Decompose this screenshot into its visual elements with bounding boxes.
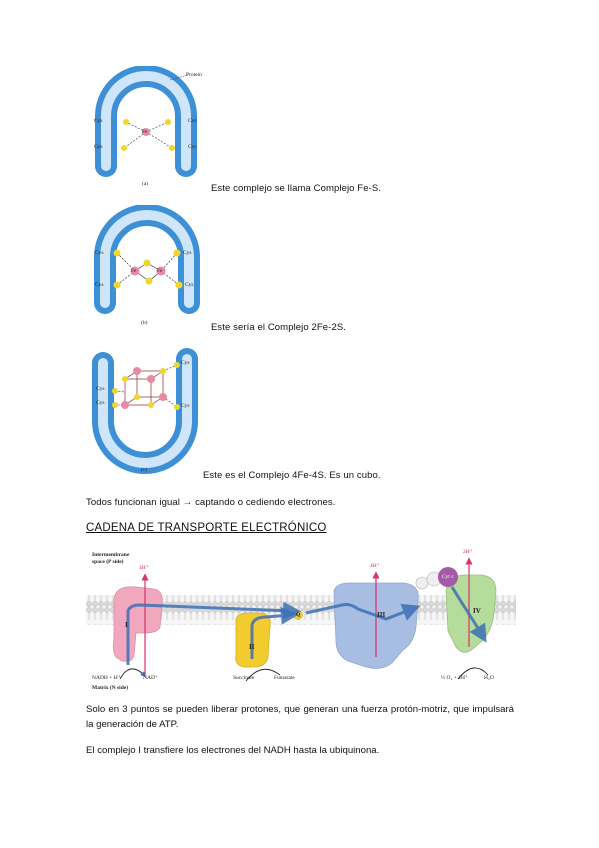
complex-i-label: I [125, 621, 128, 629]
sub-label: (b) [141, 320, 148, 326]
2fe-2s-figure: Cys Cys Cys Cys Fe Fe (b) [85, 204, 210, 333]
summary-text: Todos funcionan igual → captando o cedie… [86, 497, 336, 508]
fumarate-label: Fumarate [274, 675, 295, 681]
electron-transport-chain-diagram: Intermembrane space (P side) Matrix (N s… [86, 547, 516, 695]
oxygen-label: ½ O₂ + 2H⁺ [441, 675, 468, 681]
fe-label: Fe [131, 268, 137, 274]
paragraph-proton-release: Solo en 3 puntos se pueden liberar proto… [86, 704, 514, 730]
cys-label: Cys [181, 360, 190, 366]
water-label: H₂O [484, 675, 494, 681]
sub-label: (a) [142, 181, 149, 187]
nadh-label: NADH + H⁺ [92, 675, 121, 681]
matrix-label: Matrix (N side) [92, 685, 129, 691]
figure1-caption: Este complejo se llama Complejo Fe-S. [211, 183, 382, 194]
proton-label: 4H⁺ [370, 563, 380, 569]
cys-label: Cys [185, 282, 194, 288]
complex-iii-label: III [377, 611, 386, 619]
cys-label: Cys [95, 250, 104, 256]
figure2-caption: Este sería el Complejo 2Fe-2S. [211, 322, 347, 333]
cyt-c-label: Cyt c [442, 574, 454, 580]
protein-pointer-line [170, 74, 189, 81]
2fe-2s-complex-diagram [94, 204, 200, 314]
cys-label: Cys [94, 144, 103, 150]
cys-label: Cys [188, 118, 197, 124]
cys-label: Cys [183, 250, 192, 256]
q-label: Q [296, 612, 301, 618]
complex-iv-label: IV [473, 607, 481, 615]
paragraph-complex-i: El complejo I transfiere los electrones … [86, 745, 380, 756]
fe-label: Fe [157, 268, 163, 274]
cys-label: Cys [188, 144, 197, 150]
cys-label: Cys [94, 118, 103, 124]
cys-label: Cys [181, 403, 190, 409]
section-heading: CADENA DE TRANSPORTE ELECTRÓNICO [86, 522, 327, 534]
space-label: space (P side) [92, 559, 124, 565]
proton-label: 4H⁺ [139, 565, 149, 571]
fe-s-complex-diagram [95, 65, 197, 177]
succinate-label: Succinate [233, 675, 255, 681]
4fe-4s-complex-diagram [92, 348, 198, 474]
cys-label: Cys [96, 400, 105, 406]
proton-label: 2H⁺ [463, 549, 473, 555]
cyt-c-shape [438, 567, 458, 587]
intermembrane-label: Intermembrane [92, 552, 130, 558]
protein-label: Protein [186, 72, 202, 78]
4fe-4s-figure: Cys Cys Cys Cys (c) [85, 343, 210, 478]
nad-label: NAD⁺ [143, 675, 158, 681]
fe-s-figure: Cys Cys Cys Cys Fe Protein (a) [88, 65, 213, 191]
cys-label: Cys [95, 282, 104, 288]
cys-label: Cys [96, 386, 105, 392]
figure3-caption: Este es el Complejo 4Fe-4S. Es un cubo. [203, 470, 381, 481]
sub-label: (c) [141, 467, 148, 473]
complex-ii-label: II [249, 643, 255, 651]
fe-label: Fe [142, 129, 148, 135]
complex-i-shape [112, 586, 163, 662]
